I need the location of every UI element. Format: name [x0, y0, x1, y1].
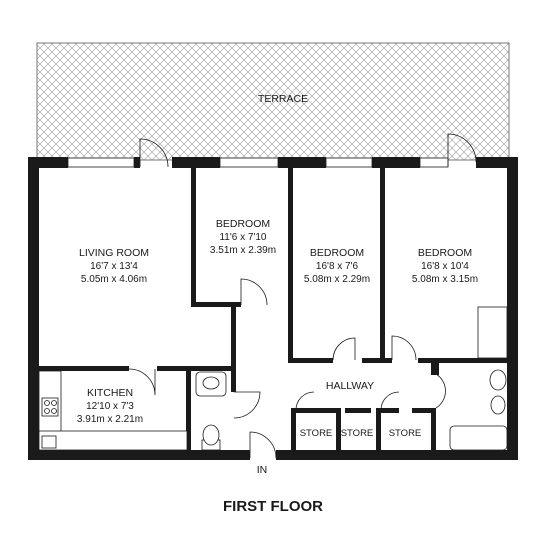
bedroom-1-metric: 3.51m x 2.39m: [210, 245, 276, 256]
living-room-name: LIVING ROOM: [79, 247, 149, 259]
kitchen-metric: 3.91m x 2.21m: [77, 414, 143, 425]
terrace: TERRACE: [36, 42, 510, 161]
kitchen-imperial: 12'10 x 7'3: [86, 401, 134, 412]
entrance-label: IN: [257, 464, 268, 476]
hallway-label: HALLWAY: [326, 380, 374, 392]
store-label-3: STORE: [389, 428, 422, 439]
room-labels: LIVING ROOM 16'7 x 13'4 5.05m x 4.06m BE…: [77, 218, 478, 515]
living-room-metric: 5.05m x 4.06m: [81, 274, 147, 285]
bedroom-1-imperial: 11'6 x 7'10: [219, 232, 266, 243]
inner-walls: [39, 167, 518, 450]
outer-walls: [28, 157, 518, 460]
store-label-2: STORE: [341, 428, 374, 439]
kitchen-name: KITCHEN: [87, 387, 133, 399]
living-room-imperial: 16'7 x 13'4: [90, 261, 138, 272]
bedroom-2-metric: 5.08m x 2.29m: [304, 274, 370, 285]
doors: [128, 133, 477, 459]
terrace-label: TERRACE: [258, 93, 308, 105]
bedroom-2-name: BEDROOM: [310, 247, 364, 259]
bedroom-3-imperial: 16'8 x 10'4: [421, 261, 469, 272]
store-label-1: STORE: [300, 428, 333, 439]
plan-title: FIRST FLOOR: [223, 498, 323, 515]
bedroom-3-metric: 5.08m x 3.15m: [412, 274, 478, 285]
bedroom-2-imperial: 16'8 x 7'6: [316, 261, 359, 272]
bedroom-3-name: BEDROOM: [418, 247, 472, 259]
bedroom-1-name: BEDROOM: [216, 218, 270, 230]
fixtures: [38, 306, 508, 451]
